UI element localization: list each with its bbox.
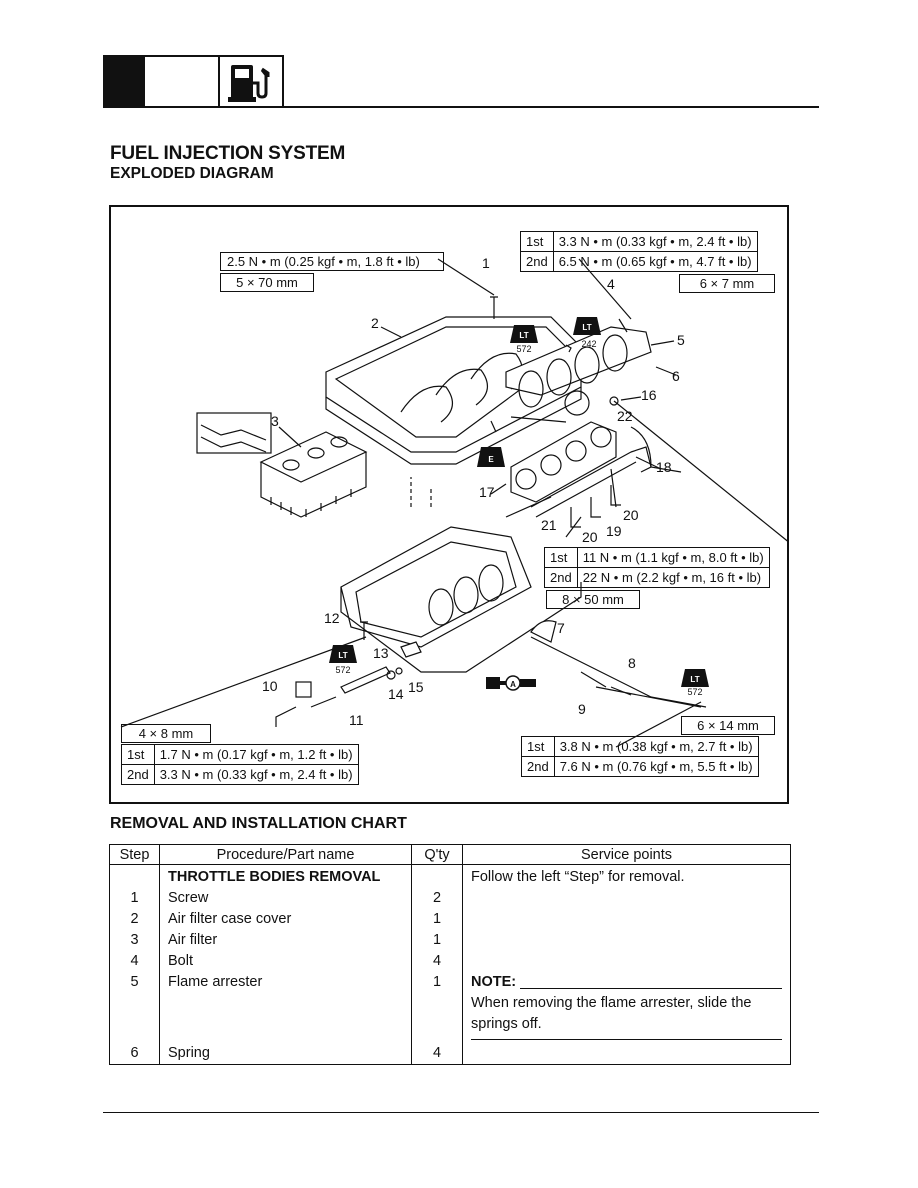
header-rule bbox=[103, 106, 819, 108]
callout-7: 7 bbox=[557, 620, 565, 636]
air-filter bbox=[259, 431, 368, 483]
size-bottom-left: 4 × 8 mm bbox=[121, 724, 211, 743]
svg-text:E: E bbox=[488, 455, 494, 464]
callout-4: 4 bbox=[607, 276, 615, 292]
svg-text:572: 572 bbox=[516, 344, 531, 354]
table-row: 3 Air filter 1 bbox=[109, 930, 791, 951]
table-row: 5 Flame arrester 1 NOTE: When removing t… bbox=[109, 972, 791, 1040]
size-bottom-right: 6 × 14 mm bbox=[681, 716, 775, 735]
callout-18: 18 bbox=[656, 459, 672, 475]
table-row: THROTTLE BODIES REMOVAL Follow the left … bbox=[109, 864, 791, 888]
torque-top-left: 2.5 N • m (0.25 kgf • m, 1.8 ft • lb) bbox=[220, 252, 444, 271]
callout-13: 13 bbox=[373, 645, 389, 661]
table-row: 4 Bolt 4 bbox=[109, 951, 791, 972]
header-qty: Q'ty bbox=[411, 844, 463, 865]
callout-8: 8 bbox=[628, 655, 636, 671]
callout-17: 17 bbox=[479, 484, 495, 500]
lt-symbol-572-top: LT 572 bbox=[510, 325, 538, 354]
removal-installation-table: Step Procedure/Part name Q'ty Service po… bbox=[109, 844, 791, 1065]
callout-22: 22 bbox=[617, 408, 633, 424]
header-step: Step bbox=[109, 844, 160, 865]
table-row: 6 Spring 4 bbox=[109, 1040, 791, 1065]
air-filter-case bbox=[340, 526, 532, 648]
page-subtitle: EXPLODED DIAGRAM bbox=[110, 165, 274, 182]
callout-3: 3 bbox=[271, 413, 279, 429]
callout-19: 19 bbox=[606, 523, 622, 539]
section-title: THROTTLE BODIES REMOVAL bbox=[159, 864, 412, 888]
note-text: When removing the flame arrester, slide … bbox=[471, 995, 752, 1032]
section-tab-black bbox=[103, 55, 145, 107]
table-row: 1 Screw 2 bbox=[109, 888, 791, 909]
callout-6: 6 bbox=[672, 368, 680, 384]
section-note: Follow the left “Step” for removal. bbox=[462, 864, 791, 888]
e-symbol: E bbox=[477, 447, 505, 467]
header-procedure: Procedure/Part name bbox=[159, 844, 412, 865]
section-tab-icon bbox=[218, 55, 284, 107]
callout-10: 10 bbox=[262, 678, 278, 694]
lt-symbol-572-right: LT 572 bbox=[681, 669, 709, 697]
size-top-left: 5 × 70 mm bbox=[220, 273, 314, 292]
callout-9: 9 bbox=[578, 701, 586, 717]
callout-5: 5 bbox=[677, 332, 685, 348]
svg-text:A: A bbox=[510, 680, 516, 689]
svg-text:LT: LT bbox=[690, 675, 699, 684]
size-mid-right: 8 × 50 mm bbox=[546, 590, 640, 609]
header-service-points: Service points bbox=[462, 844, 791, 865]
footer-rule bbox=[103, 1112, 819, 1113]
callout-12: 12 bbox=[324, 610, 340, 626]
note-cell: NOTE: When removing the flame arrester, … bbox=[462, 972, 791, 1040]
page-title: FUEL INJECTION SYSTEM bbox=[110, 143, 346, 164]
throttle-bodies bbox=[510, 421, 617, 503]
callout-20-a: 20 bbox=[623, 507, 639, 523]
svg-text:LT: LT bbox=[519, 331, 528, 340]
svg-text:242: 242 bbox=[581, 339, 596, 349]
callout-14: 14 bbox=[388, 686, 404, 702]
table-header-row: Step Procedure/Part name Q'ty Service po… bbox=[109, 844, 791, 865]
note-label: NOTE: bbox=[471, 974, 517, 990]
callout-16: 16 bbox=[641, 387, 657, 403]
lt-symbol-242: LT 242 bbox=[573, 317, 601, 349]
callout-21: 21 bbox=[541, 517, 557, 533]
svg-text:LT: LT bbox=[582, 323, 591, 332]
exploded-diagram: LT 572 LT 242 E LT 572 LT 572 A bbox=[109, 205, 789, 804]
a-symbol: A bbox=[486, 675, 536, 691]
svg-text:LT: LT bbox=[338, 651, 347, 660]
svg-text:572: 572 bbox=[335, 665, 350, 675]
size-top-right: 6 × 7 mm bbox=[679, 274, 775, 293]
callout-20-b: 20 bbox=[582, 529, 598, 545]
section-tab-blank bbox=[145, 55, 220, 107]
callout-2: 2 bbox=[371, 315, 379, 331]
fuel-pump-icon bbox=[228, 65, 270, 102]
callout-15: 15 bbox=[408, 679, 424, 695]
callout-1: 1 bbox=[482, 255, 490, 271]
chart-title: REMOVAL AND INSTALLATION CHART bbox=[110, 815, 407, 832]
diagram-drawing: LT 572 LT 242 E LT 572 LT 572 A bbox=[120, 258, 787, 748]
lt-symbol-572-mid: LT 572 bbox=[329, 645, 357, 675]
callout-11: 11 bbox=[349, 712, 364, 728]
table-row: 2 Air filter case cover 1 bbox=[109, 909, 791, 930]
svg-text:572: 572 bbox=[687, 687, 702, 697]
flame-arrester bbox=[505, 326, 652, 396]
